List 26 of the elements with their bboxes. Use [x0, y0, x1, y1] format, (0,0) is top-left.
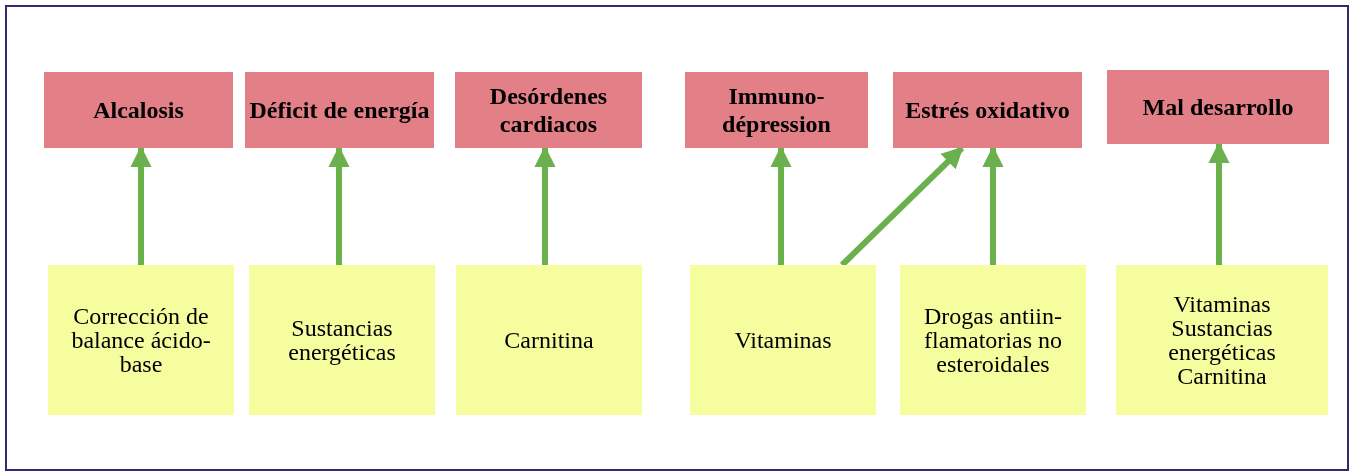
treatment-label: Vitaminas	[1173, 292, 1271, 316]
treatment-box	[900, 265, 1086, 415]
treatment-label: Drogas antiin- flamatorias no esteroidales	[923, 304, 1063, 376]
problem-label: Desórdenes cardiacos	[488, 82, 609, 138]
problem-label: Alcalosis	[93, 96, 184, 124]
problem-label: Immuno- dépression	[721, 82, 832, 138]
problem-label: Mal desarrollo	[1142, 93, 1294, 121]
problem-box	[455, 72, 642, 148]
treatment-label: Corrección de balance ácido-base	[70, 304, 212, 376]
problem-box	[44, 72, 233, 148]
problem-box	[245, 72, 434, 148]
problem-label: Estrés oxidativo	[905, 96, 1070, 124]
problem-box	[1107, 70, 1329, 144]
problem-box	[893, 72, 1082, 148]
treatment-label: Sustancias energéticas	[1167, 316, 1277, 364]
treatment-box	[1116, 265, 1328, 415]
treatment-label: Sustancias energéticas	[287, 316, 397, 364]
treatment-box	[249, 265, 435, 415]
treatment-box	[690, 265, 876, 415]
treatment-label: Carnitina	[1177, 364, 1267, 388]
problem-box	[685, 72, 868, 148]
treatment-label: Carnitina	[504, 328, 594, 352]
treatment-box	[48, 265, 234, 415]
problem-label: Déficit de energía	[249, 96, 430, 124]
treatment-label: Vitaminas	[734, 328, 832, 352]
treatment-box	[456, 265, 642, 415]
